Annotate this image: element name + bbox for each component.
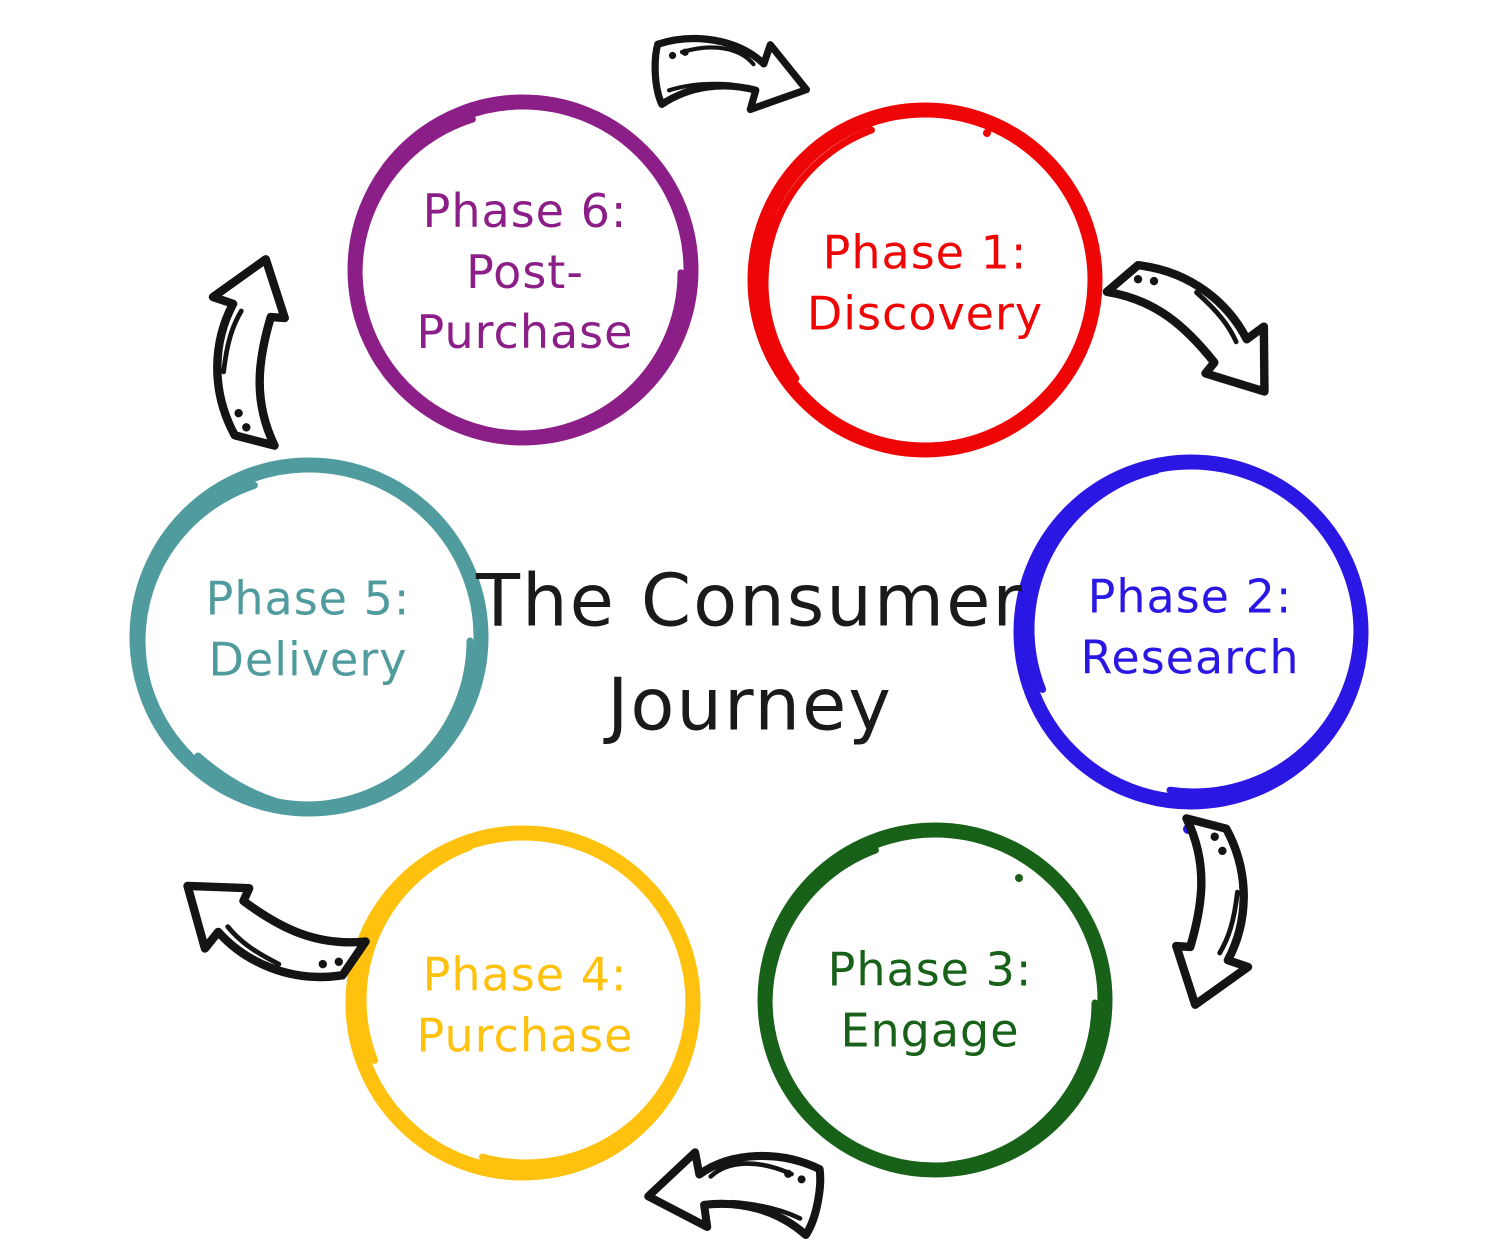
arrow-phase6-to-phase1: [652, 36, 809, 115]
phase-5-title: Phase 5:: [205, 571, 411, 626]
phase-3-name: Engage: [840, 1003, 1020, 1057]
phase-6-ring: [347, 94, 699, 446]
phase-4-label: Phase 4: Purchase: [370, 944, 680, 1065]
phase-3-title: Phase 3:: [827, 942, 1033, 997]
phase-2-name: Research: [1080, 630, 1300, 684]
phase-4-ring: [345, 825, 701, 1181]
phase-3-ring: [757, 822, 1113, 1178]
phase-4-name: Purchase: [416, 1008, 634, 1062]
phase-3-label: Phase 3: Engage: [775, 939, 1085, 1060]
phase-2-title: Phase 2:: [1087, 569, 1293, 624]
arrow-phase3-to-phase4: [646, 1148, 821, 1236]
phase-6-title: Phase 6:: [422, 183, 628, 238]
phase-6-label: Phase 6: Post-Purchase: [370, 181, 680, 363]
phase-6-name: Post-Purchase: [416, 244, 634, 360]
phase-4-title: Phase 4:: [422, 947, 628, 1002]
phase-5-label: Phase 5: Delivery: [153, 568, 463, 689]
phase-5-name: Delivery: [208, 632, 408, 686]
arrow-phase2-to-phase3: [1102, 807, 1306, 1017]
arrow-phase5-to-phase6: [155, 247, 359, 457]
arrow-phase1-to-phase2: [1102, 232, 1285, 431]
phase-3-splatter-dot: [1015, 874, 1023, 882]
diagram-title: The Consumer Journey: [476, 558, 1024, 747]
phase-1-title: Phase 1:: [822, 225, 1028, 280]
phase-1-ring: [747, 102, 1103, 458]
arrow-phase4-to-phase5: [170, 821, 374, 1031]
phase-1-label: Phase 1: Discovery: [770, 222, 1080, 343]
phase-2-label: Phase 2: Research: [1035, 566, 1345, 687]
phase-5-ring: [129, 457, 489, 817]
phase-1-name: Discovery: [806, 286, 1044, 340]
phase-1-splatter-dot: [983, 129, 991, 137]
